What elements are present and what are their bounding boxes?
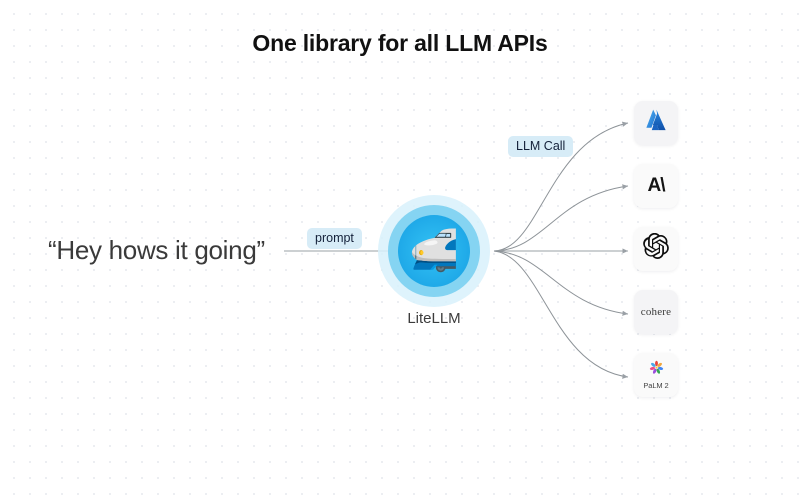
bullet-train-icon: 🚅 <box>409 229 459 273</box>
user-prompt-text: “Hey hows it going” <box>48 235 265 265</box>
provider-card-anthropic[interactable]: A\ <box>634 164 678 208</box>
wire-hub-to-anthropic <box>493 184 629 252</box>
provider-card-palm2[interactable]: PaLM 2 <box>634 353 678 397</box>
openai-logo-icon <box>643 232 669 264</box>
palm2-spark-icon <box>649 360 664 380</box>
provider-card-cohere[interactable]: cohere <box>634 290 678 334</box>
provider-card-openai[interactable] <box>634 227 678 271</box>
wire-hub-to-cohere <box>493 250 629 316</box>
badge-llm-call: LLM Call <box>508 136 574 158</box>
litellm-hub[interactable]: 🚅 <box>378 195 490 307</box>
badge-prompt: prompt <box>307 228 362 250</box>
litellm-hub-label: LiteLLM <box>407 310 461 327</box>
cohere-wordmark-icon: cohere <box>640 306 672 318</box>
anthropic-logo-icon: A\ <box>647 175 666 196</box>
page-title: One library for all LLM APIs <box>252 30 548 56</box>
wire-hub-to-palm2 <box>493 250 629 379</box>
hub-core-circle <box>398 215 470 287</box>
provider-card-azure[interactable] <box>634 101 678 145</box>
provider-label-palm2: PaLM 2 <box>643 381 669 390</box>
azure-logo-icon <box>643 107 669 138</box>
